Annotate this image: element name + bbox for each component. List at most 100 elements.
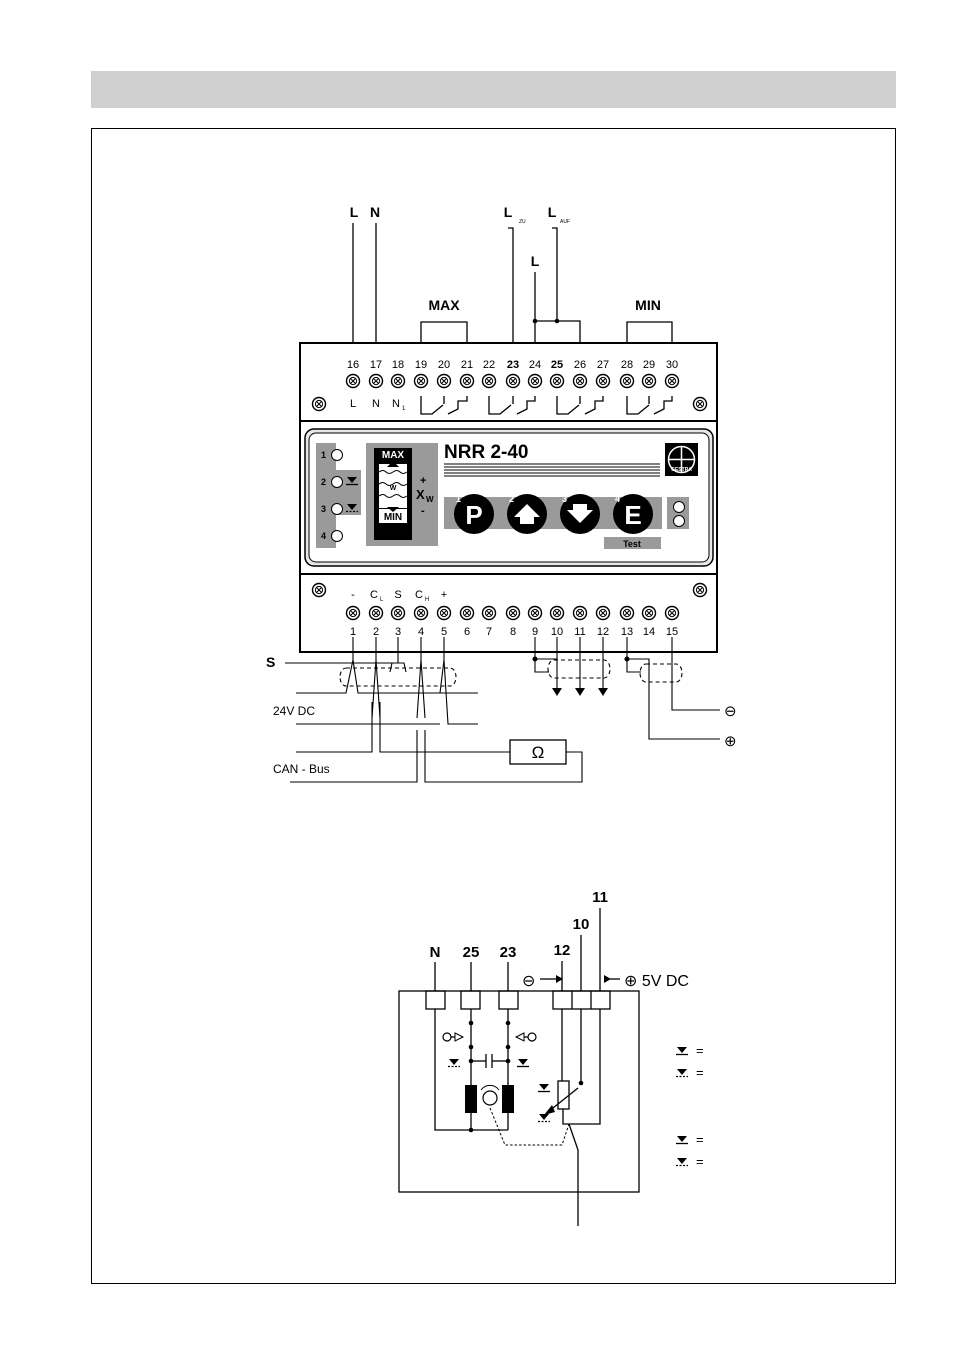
led-3 xyxy=(331,503,343,515)
terminal-screw-icon[interactable] xyxy=(664,373,680,389)
terminal-screw-icon[interactable] xyxy=(549,373,565,389)
limit-switch-icon xyxy=(442,1032,452,1042)
terminal-screw-icon[interactable] xyxy=(527,373,543,389)
led-4 xyxy=(331,530,343,542)
terminal-screw-icon[interactable] xyxy=(413,605,429,621)
supply-plus: ⊕ xyxy=(724,733,737,750)
motor-winding xyxy=(465,1085,477,1113)
terminal-screw-icon[interactable] xyxy=(641,605,657,621)
relay-contacts xyxy=(420,396,673,415)
terminal-screw-icon[interactable] xyxy=(345,373,361,389)
terminal-number: 4 xyxy=(418,626,424,638)
junction-dots xyxy=(468,1020,511,1133)
output-arrow-icon xyxy=(575,688,585,696)
lower-top-minus: - xyxy=(351,589,355,601)
terminal-screw-icon[interactable] xyxy=(459,373,475,389)
label-L: L xyxy=(350,204,359,220)
terminal-number: 10 xyxy=(551,626,563,638)
terminal-screw-icon[interactable] xyxy=(436,605,452,621)
terminal-number: 24 xyxy=(529,359,541,371)
test-label: Test xyxy=(623,539,641,549)
terminal-screw-icon[interactable] xyxy=(368,605,384,621)
button-e-glyph: E xyxy=(624,500,641,530)
terminal-number: 18 xyxy=(392,359,404,371)
led-3-label: 3 xyxy=(321,504,326,514)
button-p[interactable]: 1 P xyxy=(454,494,494,534)
legend-low-icon xyxy=(675,1068,689,1078)
button-up[interactable]: 2 xyxy=(507,494,547,534)
sch-supply: ⊕ 5V DC xyxy=(624,973,689,990)
legend-high-icon xyxy=(675,1046,689,1056)
terminal-number: 19 xyxy=(415,359,427,371)
terminal-screw-icon[interactable] xyxy=(619,373,635,389)
relay-max-label: MAX xyxy=(428,297,460,313)
terminal-screw-icon[interactable] xyxy=(572,373,588,389)
level-high-icon xyxy=(537,1083,551,1093)
resistor-symbol: Ω xyxy=(532,743,545,762)
terminal-number: 5 xyxy=(441,626,447,638)
legend-eq: = xyxy=(696,1065,704,1080)
terminal-screw-icon[interactable] xyxy=(619,605,635,621)
gauge-max: MAX xyxy=(382,450,405,461)
button-e[interactable]: 4 E xyxy=(613,494,653,534)
terminal-screw-icon[interactable] xyxy=(505,605,521,621)
terminal-number: 15 xyxy=(666,626,678,638)
terminal-screw-icon[interactable] xyxy=(572,605,588,621)
gauge-w: W xyxy=(390,485,397,492)
supply-minus: ⊖ xyxy=(724,703,737,720)
terminal-number: 27 xyxy=(597,359,609,371)
gauge-xw-sub: W xyxy=(426,495,434,504)
label-L-zu: L xyxy=(504,204,513,220)
terminal-number: 20 xyxy=(438,359,450,371)
terminal-screw-icon[interactable] xyxy=(481,373,497,389)
mount-screw-icon xyxy=(311,582,327,598)
terminal-screw-icon[interactable] xyxy=(595,605,611,621)
level-low-icon xyxy=(447,1058,461,1068)
legend-high-icon xyxy=(675,1135,689,1145)
terminal-screw-icon[interactable] xyxy=(481,605,497,621)
logo-text: GESTRA xyxy=(671,467,692,473)
content-frame xyxy=(91,128,896,1284)
bus-label: CAN - Bus xyxy=(273,762,330,776)
terminal-screw-icon[interactable] xyxy=(436,373,452,389)
label-L-zu-sub: ZU xyxy=(519,219,526,225)
terminal-screw-icon[interactable] xyxy=(345,605,361,621)
terminal-screw-icon[interactable] xyxy=(413,373,429,389)
terminal-screw-icon[interactable] xyxy=(664,605,680,621)
led-4-label: 4 xyxy=(321,531,326,541)
sch-label-12: 12 xyxy=(554,942,571,959)
terminal-number: 17 xyxy=(370,359,382,371)
terminal-number: 13 xyxy=(621,626,633,638)
upper-sub-L: L xyxy=(350,398,356,410)
relay-min-label: MIN xyxy=(635,297,661,313)
terminal-screw-icon[interactable] xyxy=(368,373,384,389)
gestra-logo: GESTRA xyxy=(665,443,698,476)
sch-label-N: N xyxy=(430,944,441,961)
terminal-number: 7 xyxy=(486,626,492,638)
shield-label: S xyxy=(266,654,275,670)
terminal-screw-icon[interactable] xyxy=(641,373,657,389)
terminal-screw-icon[interactable] xyxy=(549,605,565,621)
sch-label-25: 25 xyxy=(463,944,480,961)
terminal-number: 11 xyxy=(574,626,585,638)
terminal-screw-icon[interactable] xyxy=(595,373,611,389)
terminal-screw-icon[interactable] xyxy=(390,605,406,621)
button-down[interactable]: 3 xyxy=(560,494,600,534)
header-bar xyxy=(91,71,896,108)
led-1-label: 1 xyxy=(321,450,326,460)
lower-top-plus: + xyxy=(441,589,447,601)
terminal-number: 1 xyxy=(350,626,356,638)
label-L-mid: L xyxy=(531,253,540,269)
terminal-screw-icon[interactable] xyxy=(459,605,475,621)
power-label: 24V DC xyxy=(273,704,315,718)
terminal-screw-icon[interactable] xyxy=(390,373,406,389)
level-low-icon xyxy=(537,1113,551,1123)
terminal-number: 9 xyxy=(532,626,538,638)
down-arrow-icon xyxy=(567,504,593,523)
terminal-screw-icon[interactable] xyxy=(505,373,521,389)
terminal-screw-icon[interactable] xyxy=(527,605,543,621)
terminal-number: 8 xyxy=(510,626,516,638)
plus-arrow-icon xyxy=(604,975,611,983)
legend-eq: = xyxy=(696,1132,704,1147)
